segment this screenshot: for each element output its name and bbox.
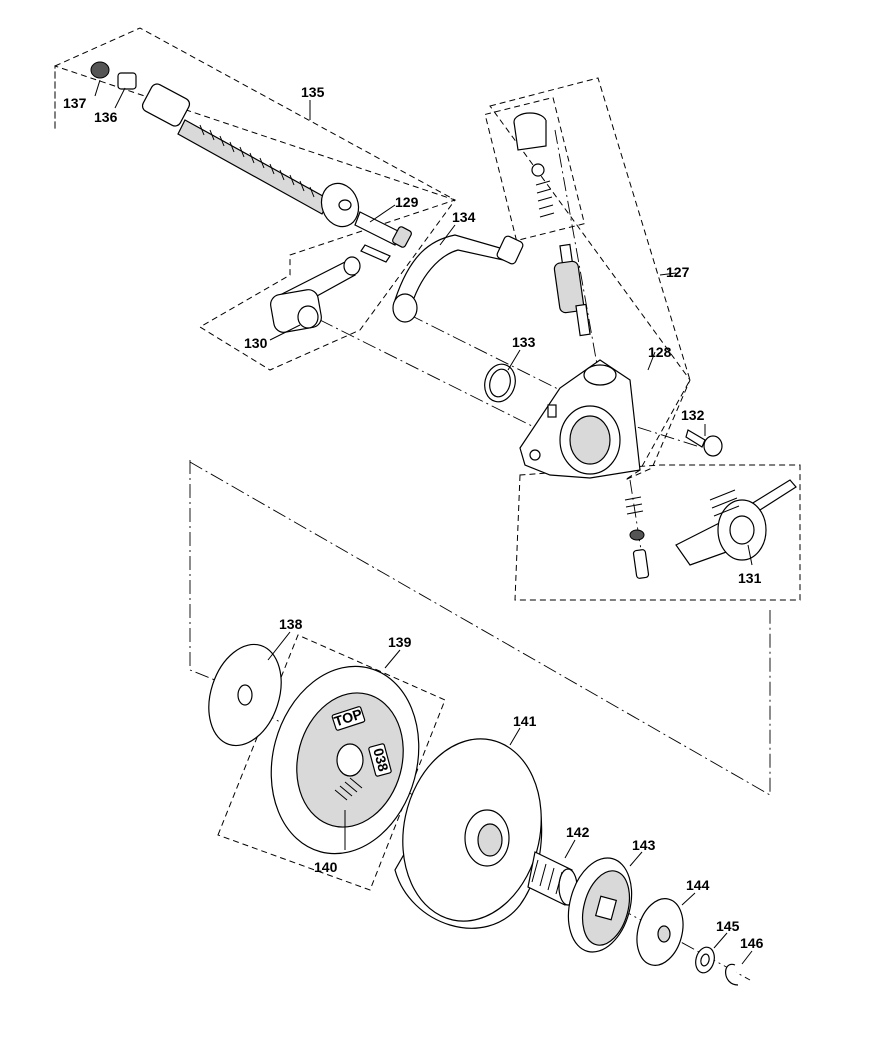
callout-130: 130 bbox=[244, 335, 268, 351]
rim-sprocket-143 bbox=[567, 857, 633, 953]
worm-127 bbox=[553, 243, 591, 337]
callout-140: 140 bbox=[314, 859, 338, 875]
washer-145 bbox=[695, 946, 715, 974]
callout-132: 132 bbox=[681, 407, 705, 423]
callout-128: 128 bbox=[648, 344, 672, 360]
suction-hose-134 bbox=[392, 234, 524, 323]
clutch-139: TOP 038 bbox=[270, 665, 420, 855]
screw-132 bbox=[685, 429, 723, 457]
callout-137: 137 bbox=[63, 95, 87, 111]
leader-lines bbox=[94, 79, 753, 965]
sleeve-136 bbox=[117, 72, 137, 90]
callout-142: 142 bbox=[566, 824, 590, 840]
callout-131: 131 bbox=[738, 570, 762, 586]
callout-127: 127 bbox=[666, 264, 690, 280]
clutch-code-marking: 038 bbox=[370, 746, 392, 773]
callout-145: 145 bbox=[716, 918, 740, 934]
group-outline-128 bbox=[484, 96, 586, 242]
callout-138: 138 bbox=[279, 616, 303, 632]
callout-144: 144 bbox=[686, 877, 710, 893]
valve-parts bbox=[624, 496, 650, 579]
valve-cap-128 bbox=[513, 112, 555, 218]
clutch-spring-140 bbox=[334, 777, 363, 801]
callout-139: 139 bbox=[388, 634, 412, 650]
needle-bearing-142 bbox=[527, 851, 578, 906]
callout-129: 129 bbox=[395, 194, 419, 210]
adjusting-shaft-135 bbox=[141, 83, 360, 228]
callout-134: 134 bbox=[452, 209, 476, 225]
callout-135: 135 bbox=[301, 84, 325, 100]
axis-line-screw bbox=[614, 419, 701, 448]
worm-gear-131 bbox=[675, 479, 797, 566]
lever-130 bbox=[270, 256, 361, 333]
group-outline-131 bbox=[514, 464, 801, 601]
plug-137 bbox=[90, 61, 110, 79]
axis-line-oil bbox=[409, 314, 561, 391]
axis-line-left bbox=[189, 460, 216, 681]
washer-144 bbox=[636, 898, 684, 966]
callout-141: 141 bbox=[513, 713, 537, 729]
pin-129 bbox=[354, 211, 412, 263]
callout-146: 146 bbox=[740, 935, 764, 951]
clutch-drum-141 bbox=[394, 738, 543, 929]
callout-143: 143 bbox=[632, 837, 656, 853]
callout-136: 136 bbox=[94, 109, 118, 125]
o-ring-133 bbox=[484, 363, 516, 403]
axis-line-worm bbox=[554, 129, 599, 371]
group-outline-127 bbox=[489, 77, 691, 481]
axis-line-pump bbox=[319, 319, 561, 441]
oil-pump-housing bbox=[519, 359, 641, 479]
callout-133: 133 bbox=[512, 334, 536, 350]
washer-138 bbox=[208, 643, 282, 747]
group-outline-135 bbox=[54, 27, 457, 371]
axis-line-top bbox=[189, 461, 771, 796]
e-clip-146 bbox=[725, 963, 739, 986]
